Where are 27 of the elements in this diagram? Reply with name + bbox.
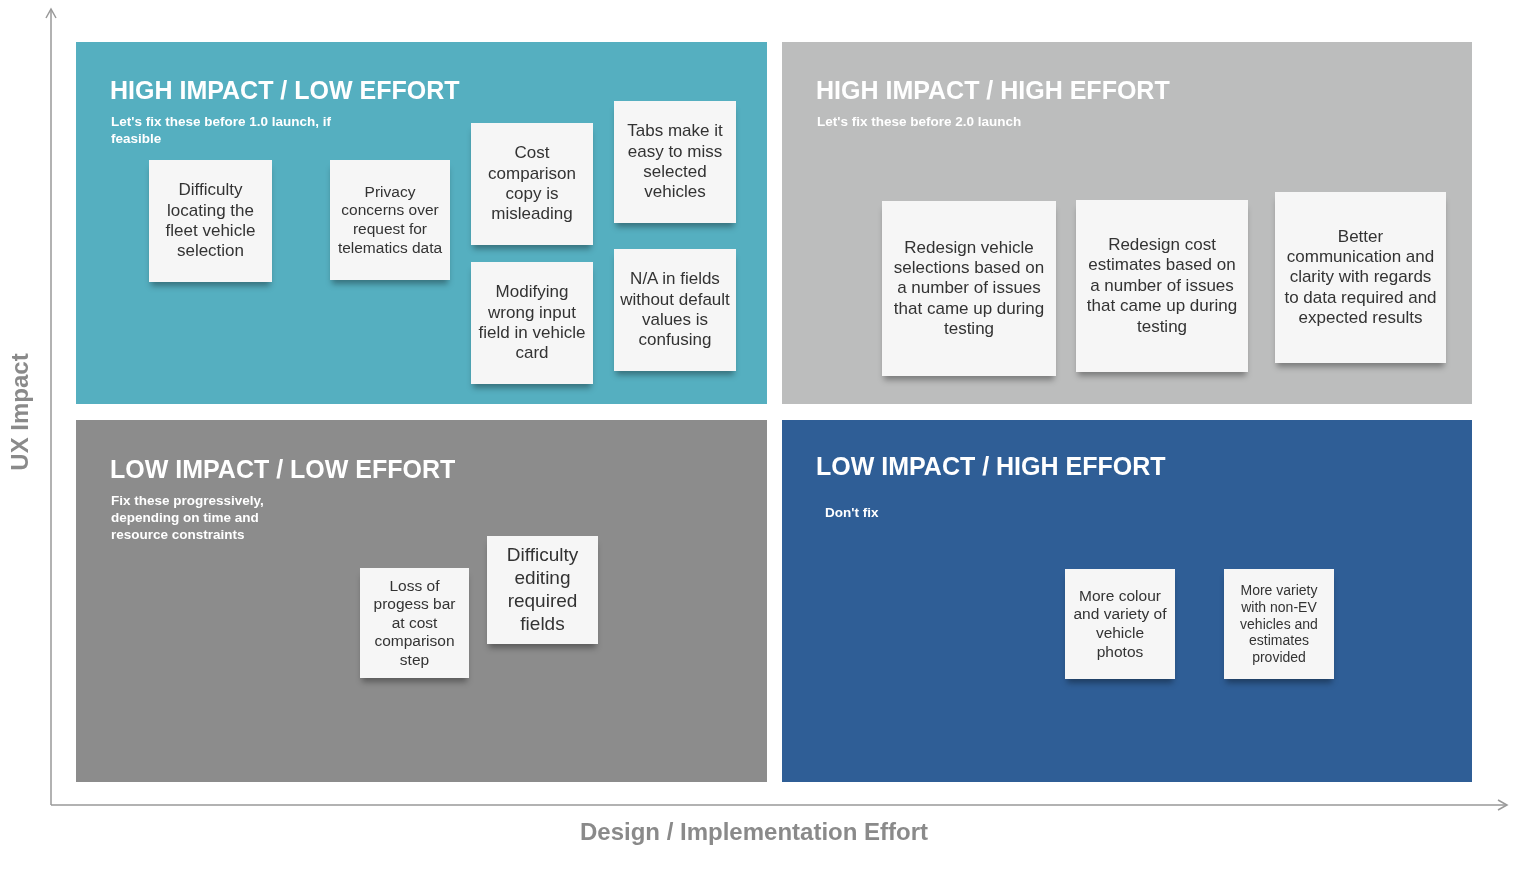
quadrant-subtitle: Don't fix	[825, 504, 880, 521]
quadrant-title: LOW IMPACT / LOW EFFORT	[110, 455, 456, 484]
quadrant-subtitle: Let's fix these before 2.0 launch	[817, 113, 1023, 130]
sticky-note: Tabs make it easy to miss selected vehicles	[614, 101, 736, 223]
sticky-note: Cost comparison copy is misleading	[471, 123, 593, 245]
sticky-note: Redesign cost estimates based on a number of issues that came up during testing	[1076, 200, 1248, 372]
quadrant-panel	[782, 42, 1472, 404]
sticky-note: Redesign vehicle selections based on a number of issues that came up during testing	[882, 201, 1056, 376]
quadrant-panel	[76, 420, 767, 782]
quadrant-subtitle: Let's fix these before 1.0 launch, if feasible	[111, 113, 333, 147]
axis-title: Design / Implementation Effort	[580, 818, 929, 846]
sticky-note: More variety with non-EV vehicles and estimates provided	[1224, 569, 1334, 679]
quadrant-title: HIGH IMPACT / LOW EFFORT	[110, 76, 460, 105]
sticky-note: More colour and variety of vehicle photos	[1065, 569, 1175, 679]
sticky-note: Loss of progess bar at cost comparison step	[360, 568, 469, 678]
quadrant-subtitle: Fix these progressively, depending on time and resource constraints	[111, 492, 265, 543]
quadrant-panel	[782, 420, 1472, 782]
sticky-note: Difficulty editing required fields	[487, 536, 598, 644]
quadrant-title: HIGH IMPACT / HIGH EFFORT	[816, 76, 1170, 105]
sticky-note: Privacy concerns over request for telematics data	[330, 160, 450, 280]
quadrant-panel	[76, 42, 767, 404]
sticky-note: Better communication and clarity with regards to data required and expected results	[1275, 192, 1446, 363]
sticky-note: Difficulty locating the fleet vehicle selection	[149, 160, 272, 282]
quadrant-title: LOW IMPACT / HIGH EFFORT	[816, 452, 1166, 481]
sticky-note: N/A in fields without default values is confusing	[614, 249, 736, 371]
axis-title: UX Impact	[6, 352, 34, 472]
sticky-note: Modifying wrong input field in vehicle card	[471, 262, 593, 384]
